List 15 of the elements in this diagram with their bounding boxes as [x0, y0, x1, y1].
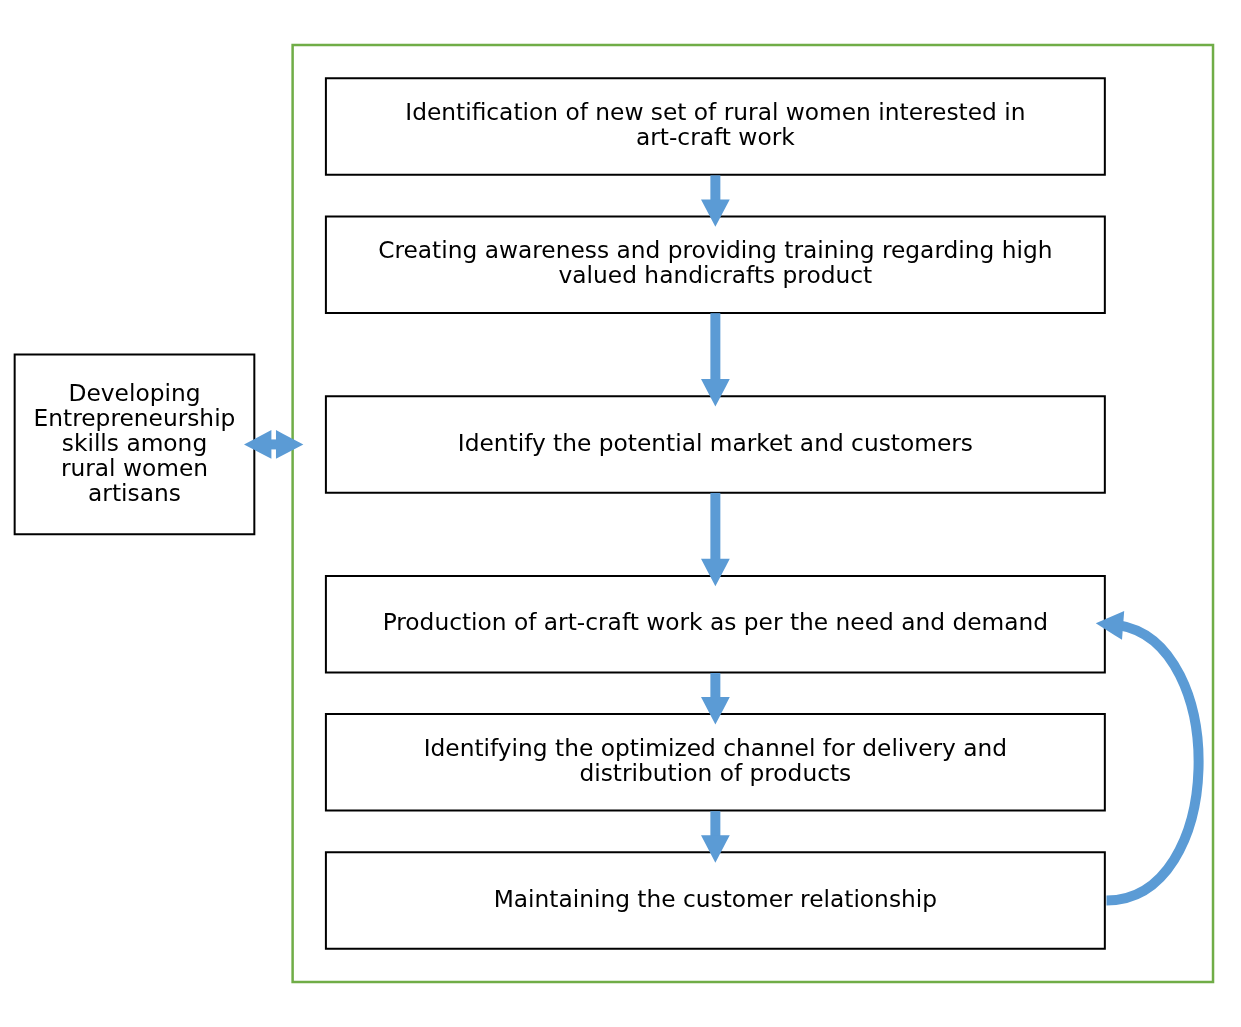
arrow — [244, 430, 304, 459]
node-box: Identification of new set of rural women interested in art-craft work — [324, 77, 1106, 176]
node-box: Creating awareness and providing training regarding high valued handicrafts product — [324, 215, 1106, 314]
arrow — [1095, 611, 1204, 906]
arrow — [701, 175, 730, 227]
node-box: Maintaining the customer relationship — [324, 851, 1106, 950]
node-box: Developing Entrepreneurship skills among rural women artisans — [13, 353, 256, 536]
cluster — [291, 43, 1215, 984]
arrow — [701, 811, 730, 863]
arrow — [701, 313, 730, 407]
node-box: Identifying the optimized channel for delivery and distribution of products — [324, 713, 1106, 812]
arrow — [701, 673, 730, 725]
arrow — [701, 492, 730, 587]
node-box: Production of art-craft work as per the need and demand — [324, 574, 1106, 674]
node-box: Identify the potential market and customers — [324, 395, 1106, 494]
